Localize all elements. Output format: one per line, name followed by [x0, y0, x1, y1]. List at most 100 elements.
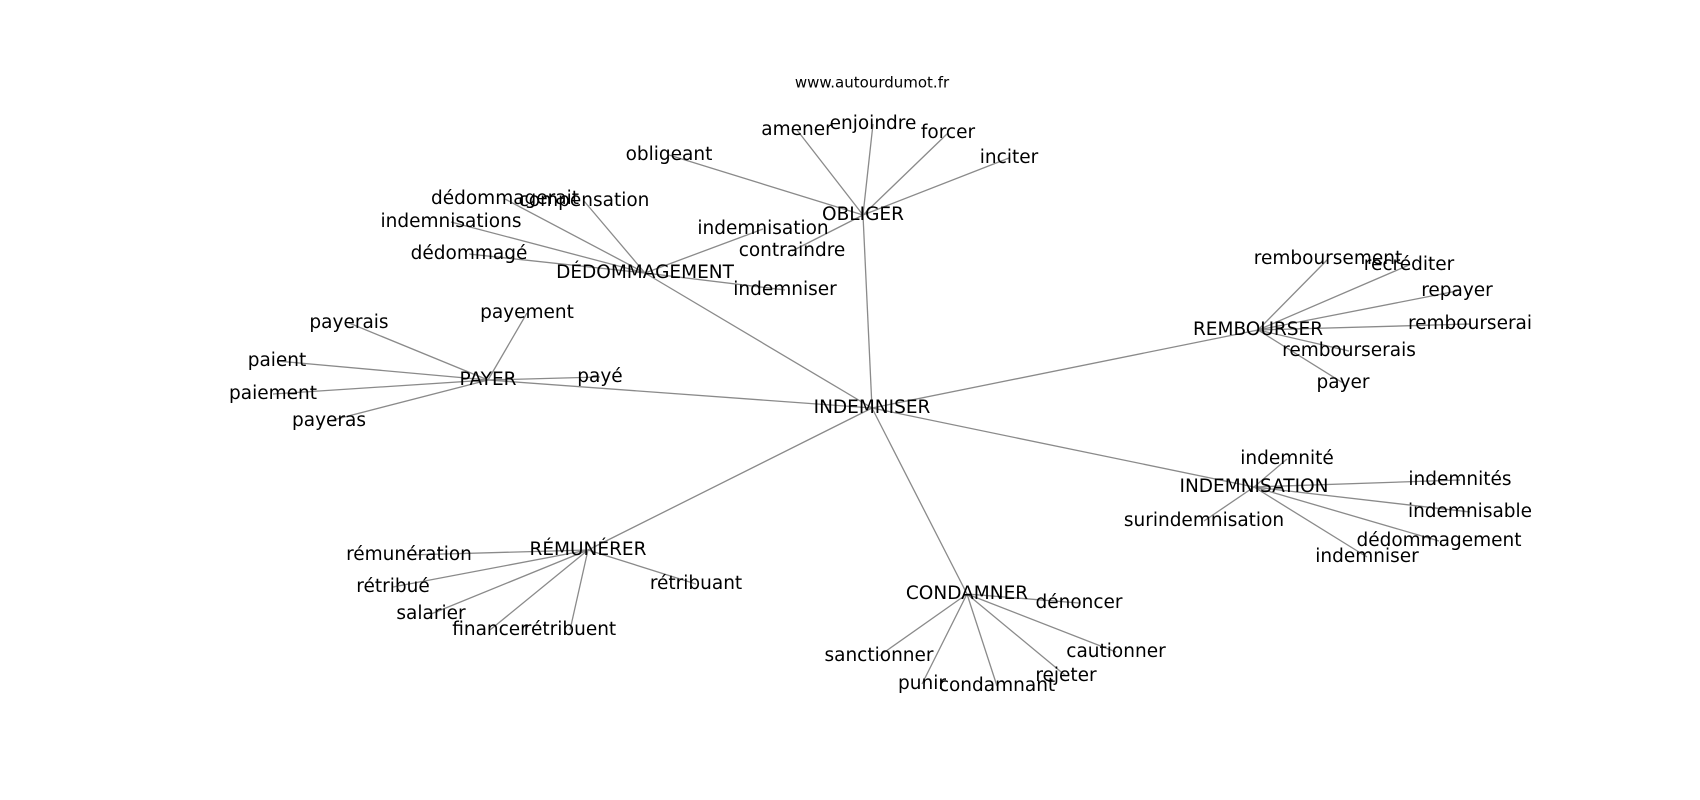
node-label-indemnisations[interactable]: indemnisations [381, 211, 522, 232]
node-label-indemnite[interactable]: indemnité [1240, 448, 1334, 469]
edge-indemniser-obliger [862, 214, 873, 409]
node-label-enjoindre[interactable]: enjoindre [830, 113, 917, 134]
node-label-inciter[interactable]: inciter [980, 147, 1039, 168]
edge-condamner-rejeter [966, 593, 1067, 677]
edge-obliger-inciter [862, 157, 1010, 216]
node-label-payer[interactable]: payer [1316, 372, 1369, 393]
edge-payer-paiement [272, 379, 489, 395]
edge-indemnisation-indemnites [1253, 479, 1461, 488]
node-label-payeras[interactable]: payeras [292, 410, 366, 431]
node-label-indemniser_d[interactable]: indemniser [733, 279, 837, 300]
node-label-indemniser_i[interactable]: indemniser [1315, 546, 1419, 567]
edge-obliger-amener [796, 129, 864, 216]
edge-remunerer-financer [489, 549, 589, 631]
edge-rembourser-remboursement [1257, 258, 1329, 331]
node-label-retribue[interactable]: rétribué [356, 576, 429, 597]
edge-dedommagement-dedommagerait [504, 198, 646, 274]
edge-rembourser-recrediter [1257, 264, 1410, 331]
graph-labels: INDEMNISER OBLIGER DÉDOMMAGEMENT PAYER REMBO… [229, 113, 1532, 696]
edge-obliger-enjoindre [862, 123, 874, 216]
node-label-rembourserai[interactable]: rembourserai [1408, 313, 1532, 334]
edge-rembourser-repayer [1257, 290, 1458, 331]
node-label-payement[interactable]: payement [480, 302, 574, 323]
edge-obliger-forcer [862, 132, 949, 216]
edge-indemniser-remunerer [587, 407, 873, 551]
edge-dedommagement-indemnisation [644, 228, 764, 274]
edge-dedommagement-compensation [583, 200, 646, 274]
edge-dedommagement-indemnisations [450, 221, 646, 274]
node-label-rembourser[interactable]: REMBOURSER [1193, 319, 1323, 340]
node-label-obligeant[interactable]: obligeant [626, 144, 713, 165]
node-label-salarier[interactable]: salarier [396, 603, 466, 624]
node-label-compensation[interactable]: compensation [519, 190, 650, 211]
node-label-recrediter[interactable]: recréditer [1364, 254, 1455, 275]
node-label-condamnant[interactable]: condamnant [939, 675, 1055, 696]
edge-indemniser-dedommagement [644, 272, 873, 409]
node-label-retribuent[interactable]: rétribuent [524, 619, 616, 640]
edge-payer-paye [487, 376, 601, 381]
node-label-contraindre[interactable]: contraindre [739, 240, 846, 261]
node-label-dedommage[interactable]: dédommagé [411, 243, 528, 264]
node-label-paye[interactable]: payé [577, 366, 622, 387]
node-label-payerais[interactable]: payerais [309, 312, 388, 333]
edge-indemnisation-dedommagement [1253, 486, 1440, 542]
node-label-amener[interactable]: amener [761, 119, 833, 140]
edge-obliger-obligeant [668, 154, 864, 216]
edge-payer-payeras [328, 379, 489, 422]
edge-indemniser-indemnisation [871, 407, 1255, 488]
edge-dedommagement-dedommage [468, 253, 646, 274]
node-label-sanctionner[interactable]: sanctionner [824, 645, 933, 666]
node-label-indemnisation[interactable]: INDEMNISATION [1180, 476, 1329, 497]
node-label-cautionner[interactable]: cautionner [1066, 641, 1166, 662]
edge-remunerer-retribue [392, 549, 589, 588]
edge-payer-paient [276, 360, 489, 381]
node-label-dedommagerait[interactable]: dédommagerait [431, 188, 579, 209]
node-label-surindemnisation[interactable]: surindemnisation [1124, 510, 1284, 531]
node-label-indemniser[interactable]: INDEMNISER [814, 397, 931, 418]
edge-condamner-cautionner [966, 593, 1117, 653]
node-label-repayer[interactable]: repayer [1421, 280, 1493, 301]
edge-payer-payement [487, 312, 528, 381]
node-label-condamner[interactable]: CONDAMNER [906, 583, 1028, 604]
node-label-indemnisable[interactable]: indemnisable [1408, 501, 1532, 522]
edge-remunerer-salarier [430, 549, 589, 615]
node-label-indemnites[interactable]: indemnités [1408, 469, 1511, 490]
node-label-remuneration[interactable]: rémunération [346, 544, 472, 565]
edge-indemniser-rembourser [871, 329, 1259, 409]
node-label-obliger[interactable]: OBLIGER [822, 204, 904, 225]
edge-payer-payerais [348, 322, 489, 381]
edge-indemnisation-indemnite [1253, 458, 1288, 488]
edge-rembourser-payer [1257, 329, 1344, 384]
edge-remunerer-retribuant [587, 549, 697, 585]
edge-condamner-denoncer [966, 593, 1080, 604]
node-label-forcer[interactable]: forcer [921, 122, 976, 143]
node-label-retribuant[interactable]: rétribuant [650, 573, 742, 594]
edge-remunerer-retribuent [569, 549, 589, 631]
node-label-denoncer[interactable]: dénoncer [1035, 592, 1122, 613]
node-label-remunerer[interactable]: RÉMUNÉRER [530, 538, 647, 560]
edge-rembourser-rembourserai [1257, 323, 1471, 331]
edge-indemniser-payer [487, 379, 873, 409]
edge-remunerer-remuneration [408, 549, 589, 556]
node-label-punir[interactable]: punir [898, 673, 946, 694]
edge-indemniser-condamner [871, 407, 968, 595]
node-label-financer[interactable]: financer [452, 619, 528, 640]
edge-dedommagement-indemniser_d [644, 272, 786, 291]
edge-condamner-condamnant [966, 593, 998, 687]
edge-indemnisation-indemniser_i [1253, 486, 1368, 558]
node-label-paiement[interactable]: paiement [229, 383, 317, 404]
node-label-paient[interactable]: paient [248, 350, 307, 371]
node-label-indemnisation[interactable]: indemnisation [697, 218, 828, 239]
node-label-rembourserais[interactable]: rembourserais [1282, 340, 1416, 361]
source-label: www.autourdumot.fr [795, 74, 950, 92]
edge-indemnisation-surindemnisation [1203, 486, 1255, 522]
node-label-payer[interactable]: PAYER [459, 369, 516, 390]
node-label-rejeter[interactable]: rejeter [1035, 665, 1097, 686]
node-label-dedommagement[interactable]: DÉDOMMAGEMENT [556, 261, 735, 283]
node-label-dedommagement[interactable]: dédommagement [1356, 530, 1521, 551]
edge-rembourser-rembourserais [1257, 329, 1350, 352]
graph-edges [272, 123, 1471, 687]
node-label-remboursement[interactable]: remboursement [1254, 248, 1402, 269]
edge-condamner-punir [921, 593, 968, 685]
